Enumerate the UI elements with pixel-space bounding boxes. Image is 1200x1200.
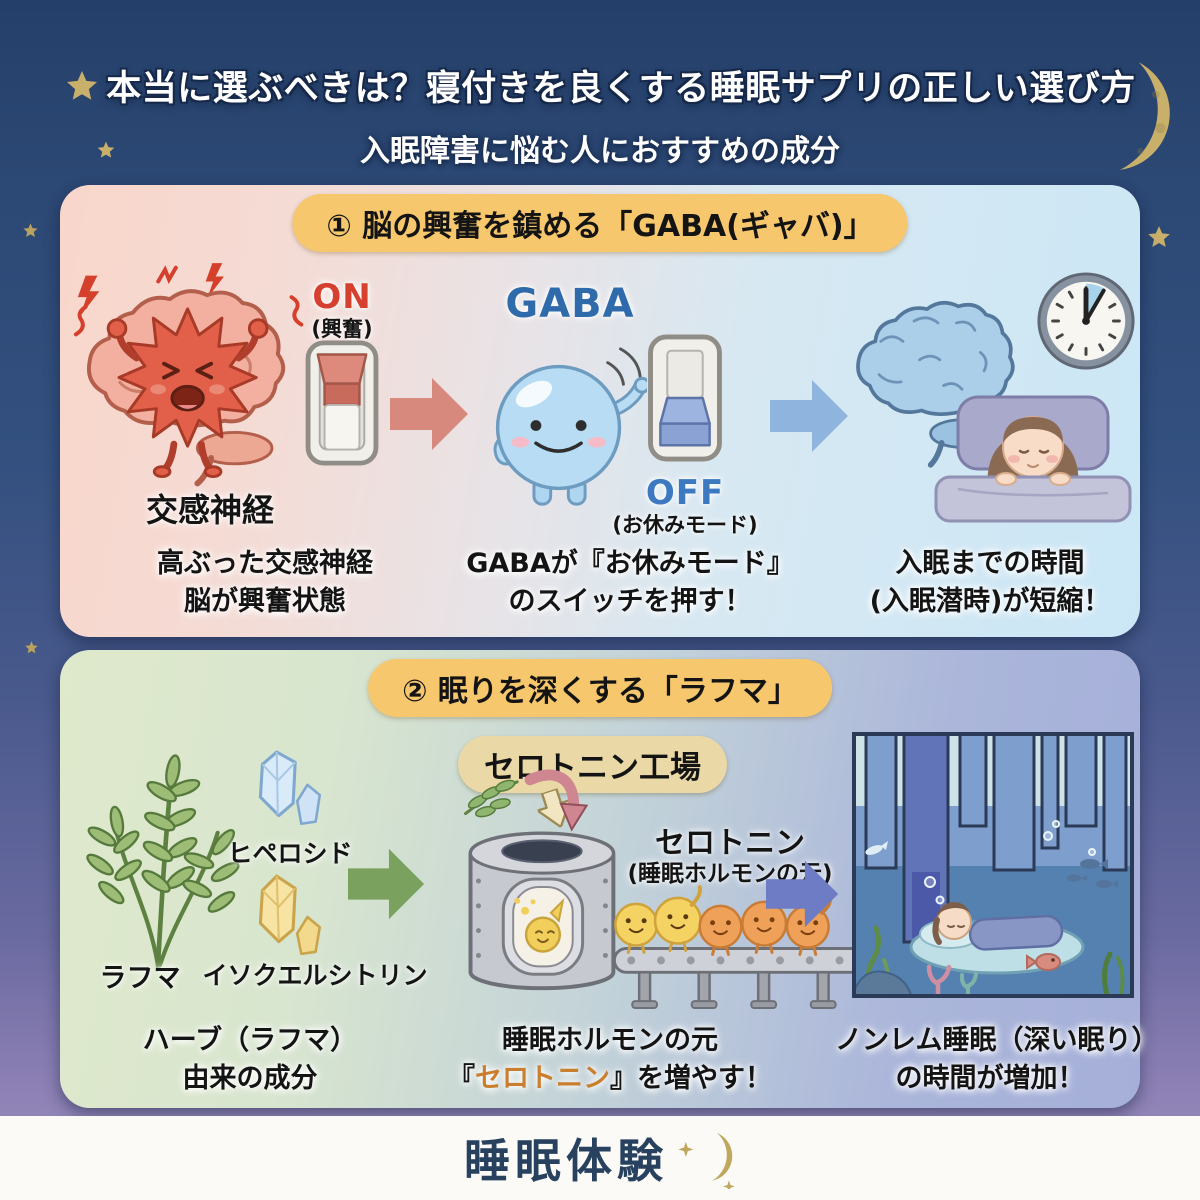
star-icon (1148, 226, 1170, 247)
excited-brain-illustration (73, 263, 304, 487)
caption-serotonin-increase: 睡眠ホルモンの元 『セロトニン』を増やす！ (448, 1025, 772, 1094)
hyperoside-crystals-icon (258, 750, 322, 825)
serotonin-factory-bubble: セロトニン工場 (458, 736, 727, 793)
section-rafuma-badge: ② 眠りを深くする「ラフマ」 (368, 659, 832, 717)
deep-sleep-underwater-illustration (852, 732, 1134, 998)
caption-gaba-switch: GABAが『お休みモード』のスイッチを押す！ (466, 548, 794, 617)
gaba-label: GABA (505, 281, 635, 327)
serotonin-emphasis: セロトニン (475, 1062, 610, 1094)
clock-icon (1037, 272, 1135, 370)
star-icon (25, 641, 38, 654)
section-gaba-panel: ① 脳の興奮を鎮める「GABA(ギャバ)」 交感神経 (60, 185, 1140, 637)
off-note: (お休みモード) (612, 513, 758, 537)
serotonin-label: セロトニン (655, 826, 805, 861)
page-title: 本当に選ぶべきは？寝付きを良くする睡眠サプリの正しい選び方 (106, 69, 1136, 109)
section-gaba-badge: ① 脳の興奮を鎮める「GABA(ギャバ)」 (292, 194, 908, 252)
switch-on-icon (305, 340, 379, 466)
section-rafuma-panel: ② 眠りを深くする「ラフマ」 ラフマ ヒペロシド イソクエルシトリン (60, 650, 1158, 1108)
switch-off-icon (648, 334, 722, 462)
sleeping-woman-illustration (934, 395, 1132, 523)
gaba-character (493, 347, 647, 506)
header: 本当に選ぶべきは？寝付きを良くする睡眠サプリの正しい選び方 (0, 60, 1200, 111)
brand-logo-text: 睡眠体験 (464, 1134, 668, 1188)
crescent-moon-icon (1119, 62, 1170, 170)
crescent-moon-icon (678, 1132, 735, 1189)
caption-sleep-latency: 入眠までの時間(入眠潜時)が短縮！ (869, 548, 1111, 617)
star-icon (67, 70, 98, 100)
arrow-right-icon (348, 848, 425, 920)
arrow-right-icon (390, 378, 468, 450)
off-label: OFF (645, 473, 725, 513)
arrow-right-icon (766, 860, 839, 928)
sympathetic-nerve-label: 交感神経 (145, 491, 274, 529)
rafuma-label: ラフマ (99, 963, 181, 994)
caption-excited: 高ぶった交感神経脳が興奮状態 (157, 548, 373, 617)
serotonin-factory-illustration (464, 769, 864, 1010)
caption-nonrem-increase: ノンレム睡眠（深い眠り）の時間が増加！ (835, 1025, 1159, 1094)
star-icon (97, 141, 115, 158)
hyperoside-label: ヒペロシド (227, 839, 353, 868)
caption-herb-origin: ハーブ（ラフマ）由来の成分 (142, 1025, 358, 1094)
isoquercitrin-crystals-icon (258, 874, 321, 956)
on-label: ON (312, 277, 372, 317)
on-note: (興奮) (311, 317, 373, 341)
page-subtitle: 入眠障害に悩む人におすすめの成分 (360, 134, 840, 169)
footer: 睡眠体験 (0, 1116, 1200, 1200)
arrow-right-icon (770, 380, 848, 452)
rafuma-herb-illustration (86, 754, 240, 968)
isoquercitrin-label: イソクエルシトリン (202, 961, 428, 990)
star-icon (23, 223, 38, 238)
